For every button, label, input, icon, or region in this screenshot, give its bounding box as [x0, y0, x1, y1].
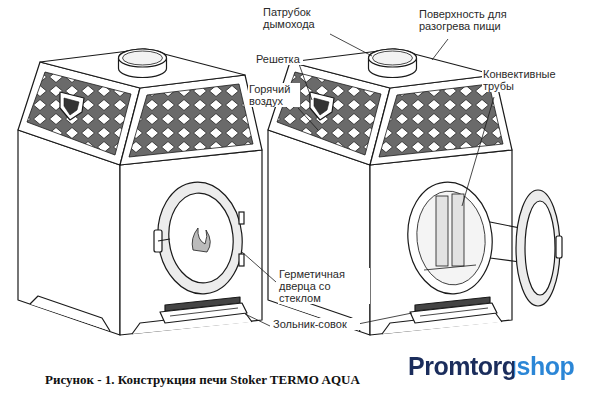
open-door [402, 178, 562, 306]
leader-lines [242, 34, 494, 326]
part-label: Зольник-совок [272, 318, 360, 330]
watermark: Promtorgshop [408, 352, 574, 381]
part-label: Горячий воздух [248, 83, 300, 107]
sealed-door [152, 178, 247, 298]
part-label: Решетка [255, 53, 303, 65]
stove-open [268, 49, 512, 335]
part-label: Патрубок дымохода [262, 6, 344, 30]
convective-tubes [424, 194, 476, 270]
part-label: Поверхность для разогрева пищи [418, 8, 520, 32]
figure-caption: Рисунок - 1. Конструкция печи Stoker TER… [45, 372, 360, 388]
part-label: Конвективные трубы [482, 68, 564, 92]
stove-closed [18, 49, 262, 335]
part-label: Герметичная дверца со стеклом [278, 268, 370, 304]
